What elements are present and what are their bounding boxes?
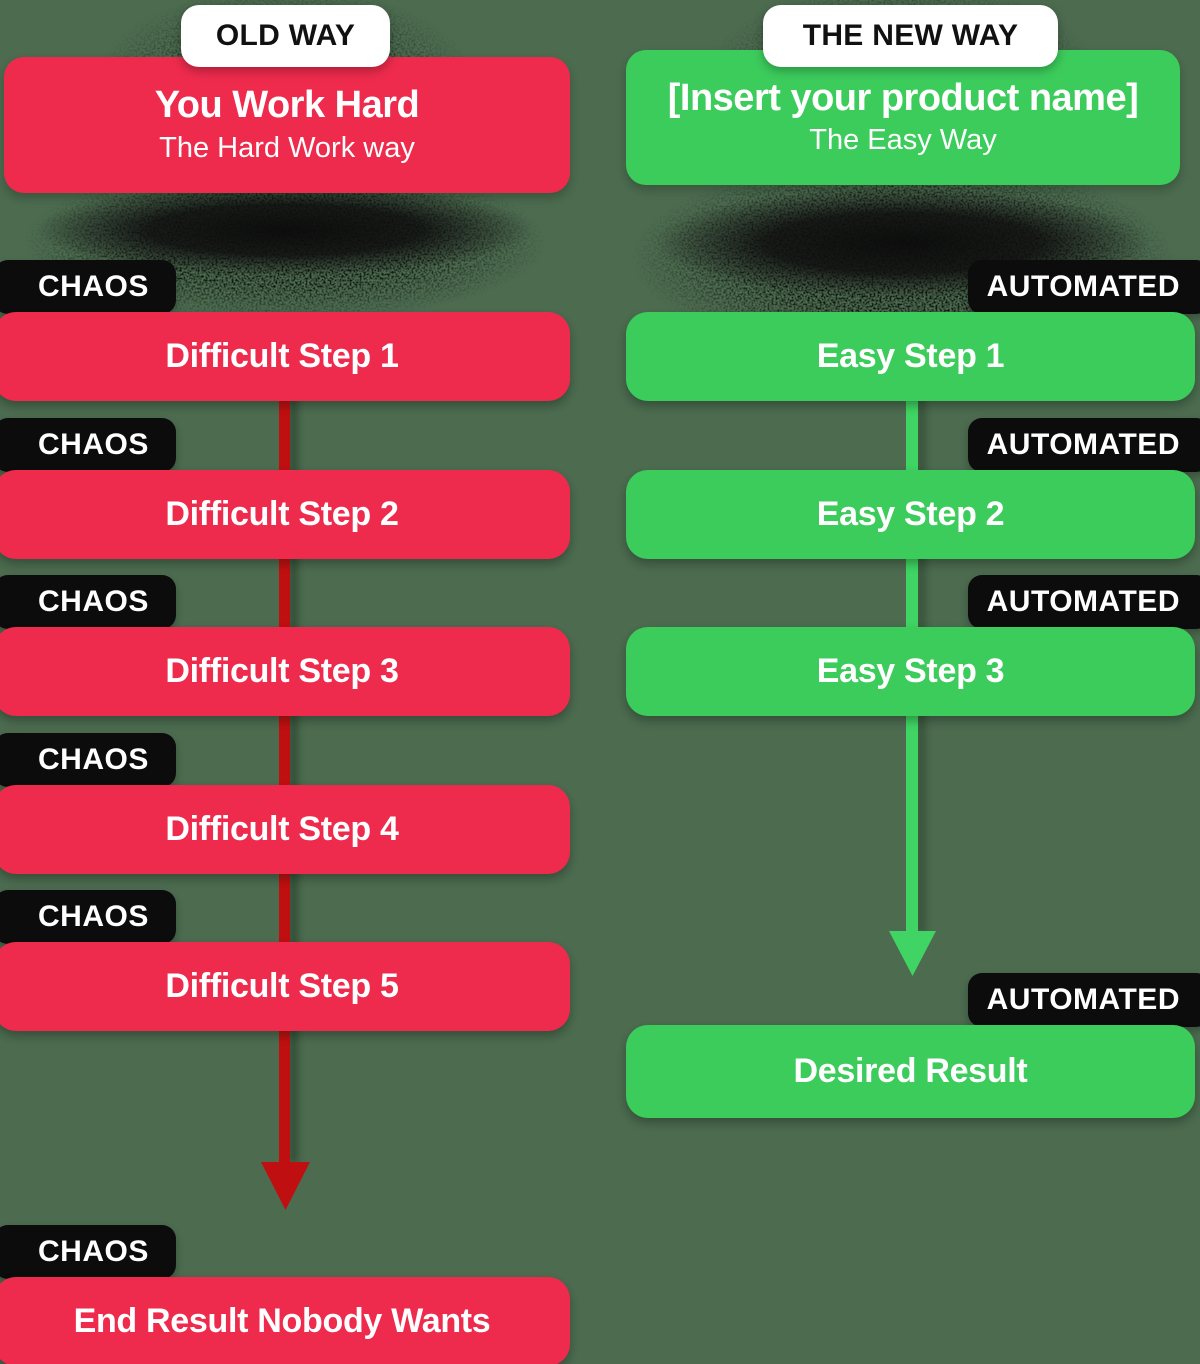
old-way-subtitle: The Hard Work way [159,131,415,164]
difficult-step-2: Difficult Step 2 [0,470,570,559]
chaos-tag-5: CHAOS [0,890,176,944]
old-way-header: You Work Hard The Hard Work way [4,57,570,193]
automated-tag-3: AUTOMATED [968,575,1200,629]
automated-tag-2: AUTOMATED [968,418,1200,472]
new-way-subtitle: The Easy Way [809,124,997,157]
easy-step-1: Easy Step 1 [626,312,1195,401]
automated-tag-1: AUTOMATED [968,260,1200,314]
easy-step-3: Easy Step 3 [626,627,1195,716]
chaos-tag-1: CHAOS [0,260,176,314]
chaos-tag-4: CHAOS [0,733,176,787]
easy-step-2: Easy Step 2 [626,470,1195,559]
old-way-badge: OLD WAY [181,5,390,67]
chaos-tag-result: CHAOS [0,1225,176,1279]
old-way-result: End Result Nobody Wants [0,1277,570,1364]
difficult-step-5: Difficult Step 5 [0,942,570,1031]
old-way-title: You Work Hard [154,84,420,127]
difficult-step-3: Difficult Step 3 [0,627,570,716]
new-way-header: [Insert your product name] The Easy Way [626,50,1180,185]
chaos-tag-2: CHAOS [0,418,176,472]
chaos-tag-3: CHAOS [0,575,176,629]
automated-tag-result: AUTOMATED [968,973,1200,1027]
old-way-arrow-line [279,390,290,1164]
difficult-step-1: Difficult Step 1 [0,312,570,401]
new-way-result: Desired Result [626,1025,1195,1118]
difficult-step-4: Difficult Step 4 [0,785,570,874]
new-way-badge: THE NEW WAY [763,5,1058,67]
new-way-title: [Insert your product name] [667,76,1139,119]
